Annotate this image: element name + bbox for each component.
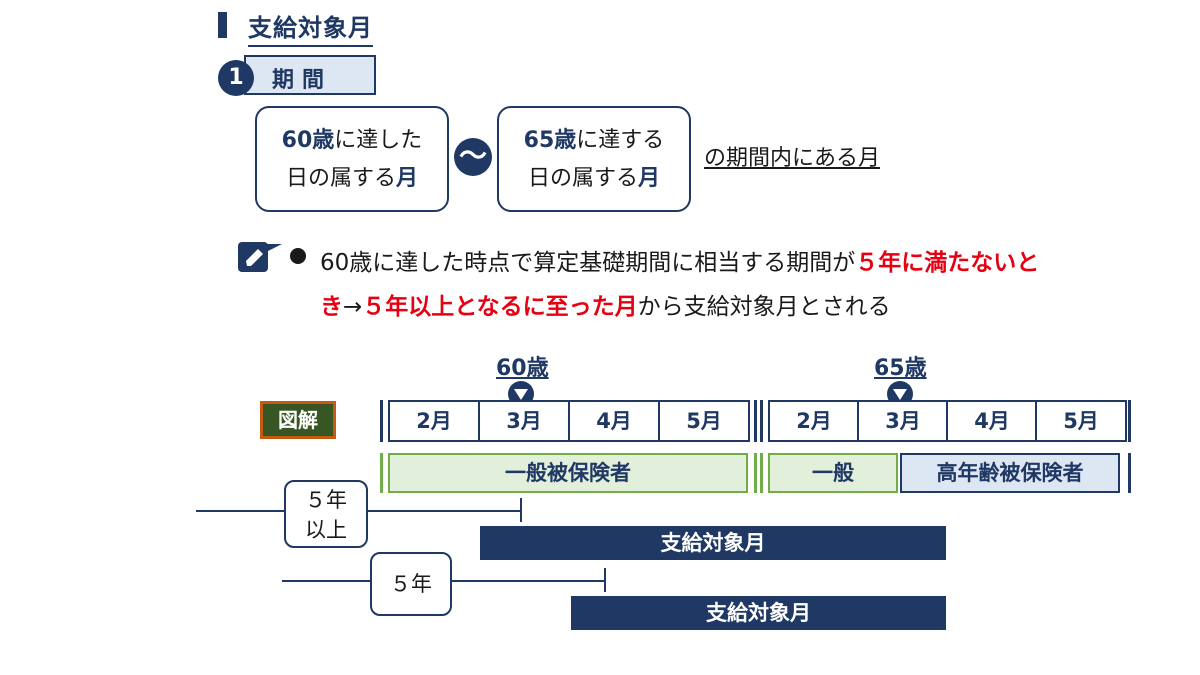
condition-start-month: 月 [396, 166, 419, 191]
timeline-1-payment-bar: 支給対象月 [480, 526, 946, 560]
category-divider-bar [760, 453, 763, 493]
month-row-divider-bar [754, 400, 757, 442]
age-65-marker: 65歳 [874, 356, 927, 381]
month-cell: 3月 [478, 400, 570, 442]
page-title: 支給対象月 [248, 8, 373, 47]
timeline-2-payment-bar: 支給対象月 [571, 596, 946, 630]
month-cell: 2月 [768, 400, 860, 442]
note-emphasis-1: ５年に満たないと [855, 250, 1040, 276]
month-row-start-bar [380, 400, 383, 442]
timeline-2-years-box: ５年 [370, 552, 452, 616]
category-elderly-insured: 高年齢被保険者 [900, 453, 1120, 493]
timeline-2-tick [604, 568, 606, 592]
step-label-box [244, 55, 376, 95]
condition-start-line2: 日の属する [285, 166, 396, 191]
category-general: 一般 [768, 453, 898, 493]
title-accent-bar [218, 12, 227, 38]
month-cell: 4月 [568, 400, 660, 442]
month-cell: 5月 [1035, 400, 1127, 442]
note-line-1: 60歳に達した時点で算定基礎期間に相当する期間が５年に満たないと [320, 243, 1039, 277]
condition-start-box: 60歳に達した 日の属する月 [255, 106, 449, 212]
condition-end-age: 65歳 [523, 128, 577, 153]
category-divider-bar [754, 453, 757, 493]
condition-end-month: 月 [638, 166, 661, 191]
step-number-badge: 1 [218, 60, 254, 96]
month-cell: 3月 [857, 400, 949, 442]
condition-start-age: 60歳 [281, 128, 335, 153]
diagram-label: 図解 [260, 401, 336, 439]
bullet [290, 248, 306, 264]
timeline-1-years-box: ５年 以上 [284, 480, 368, 548]
note-arrow: → [343, 294, 363, 320]
timeline-1-years-line2: 以上 [305, 518, 347, 542]
note-line-2: き→５年以上となるに至った月から支給対象月とされる [320, 287, 891, 321]
note-emphasis-3: ５年以上となるに至った月 [362, 294, 638, 320]
month-row-divider-bar [760, 400, 763, 442]
pencil-note-icon [238, 242, 282, 272]
condition-start-line1: に達した [334, 128, 423, 153]
condition-end-line1: に達する [576, 128, 665, 153]
category-end-bar [1128, 453, 1131, 493]
tilde-icon: ～ [454, 138, 492, 176]
category-general-insured: 一般被保険者 [388, 453, 748, 493]
range-text: の期間内にある月 [704, 146, 881, 171]
condition-end-line2: 日の属する [527, 166, 638, 191]
timeline-1-tick [520, 498, 522, 522]
note-emphasis-2: き [320, 294, 343, 320]
month-cell: 2月 [388, 400, 480, 442]
month-cell: 4月 [946, 400, 1038, 442]
note-text-2: から支給対象月とされる [637, 294, 891, 320]
month-cell: 5月 [658, 400, 750, 442]
step-label: 期間 [272, 68, 333, 93]
age-60-marker: 60歳 [496, 356, 549, 381]
condition-end-box: 65歳に達する 日の属する月 [497, 106, 691, 212]
note-text-1: 60歳に達した時点で算定基礎期間に相当する期間が [320, 250, 856, 276]
category-start-bar [380, 453, 383, 493]
timeline-1-years-line1: ５年 [305, 488, 347, 512]
month-row-end-bar [1128, 400, 1131, 442]
